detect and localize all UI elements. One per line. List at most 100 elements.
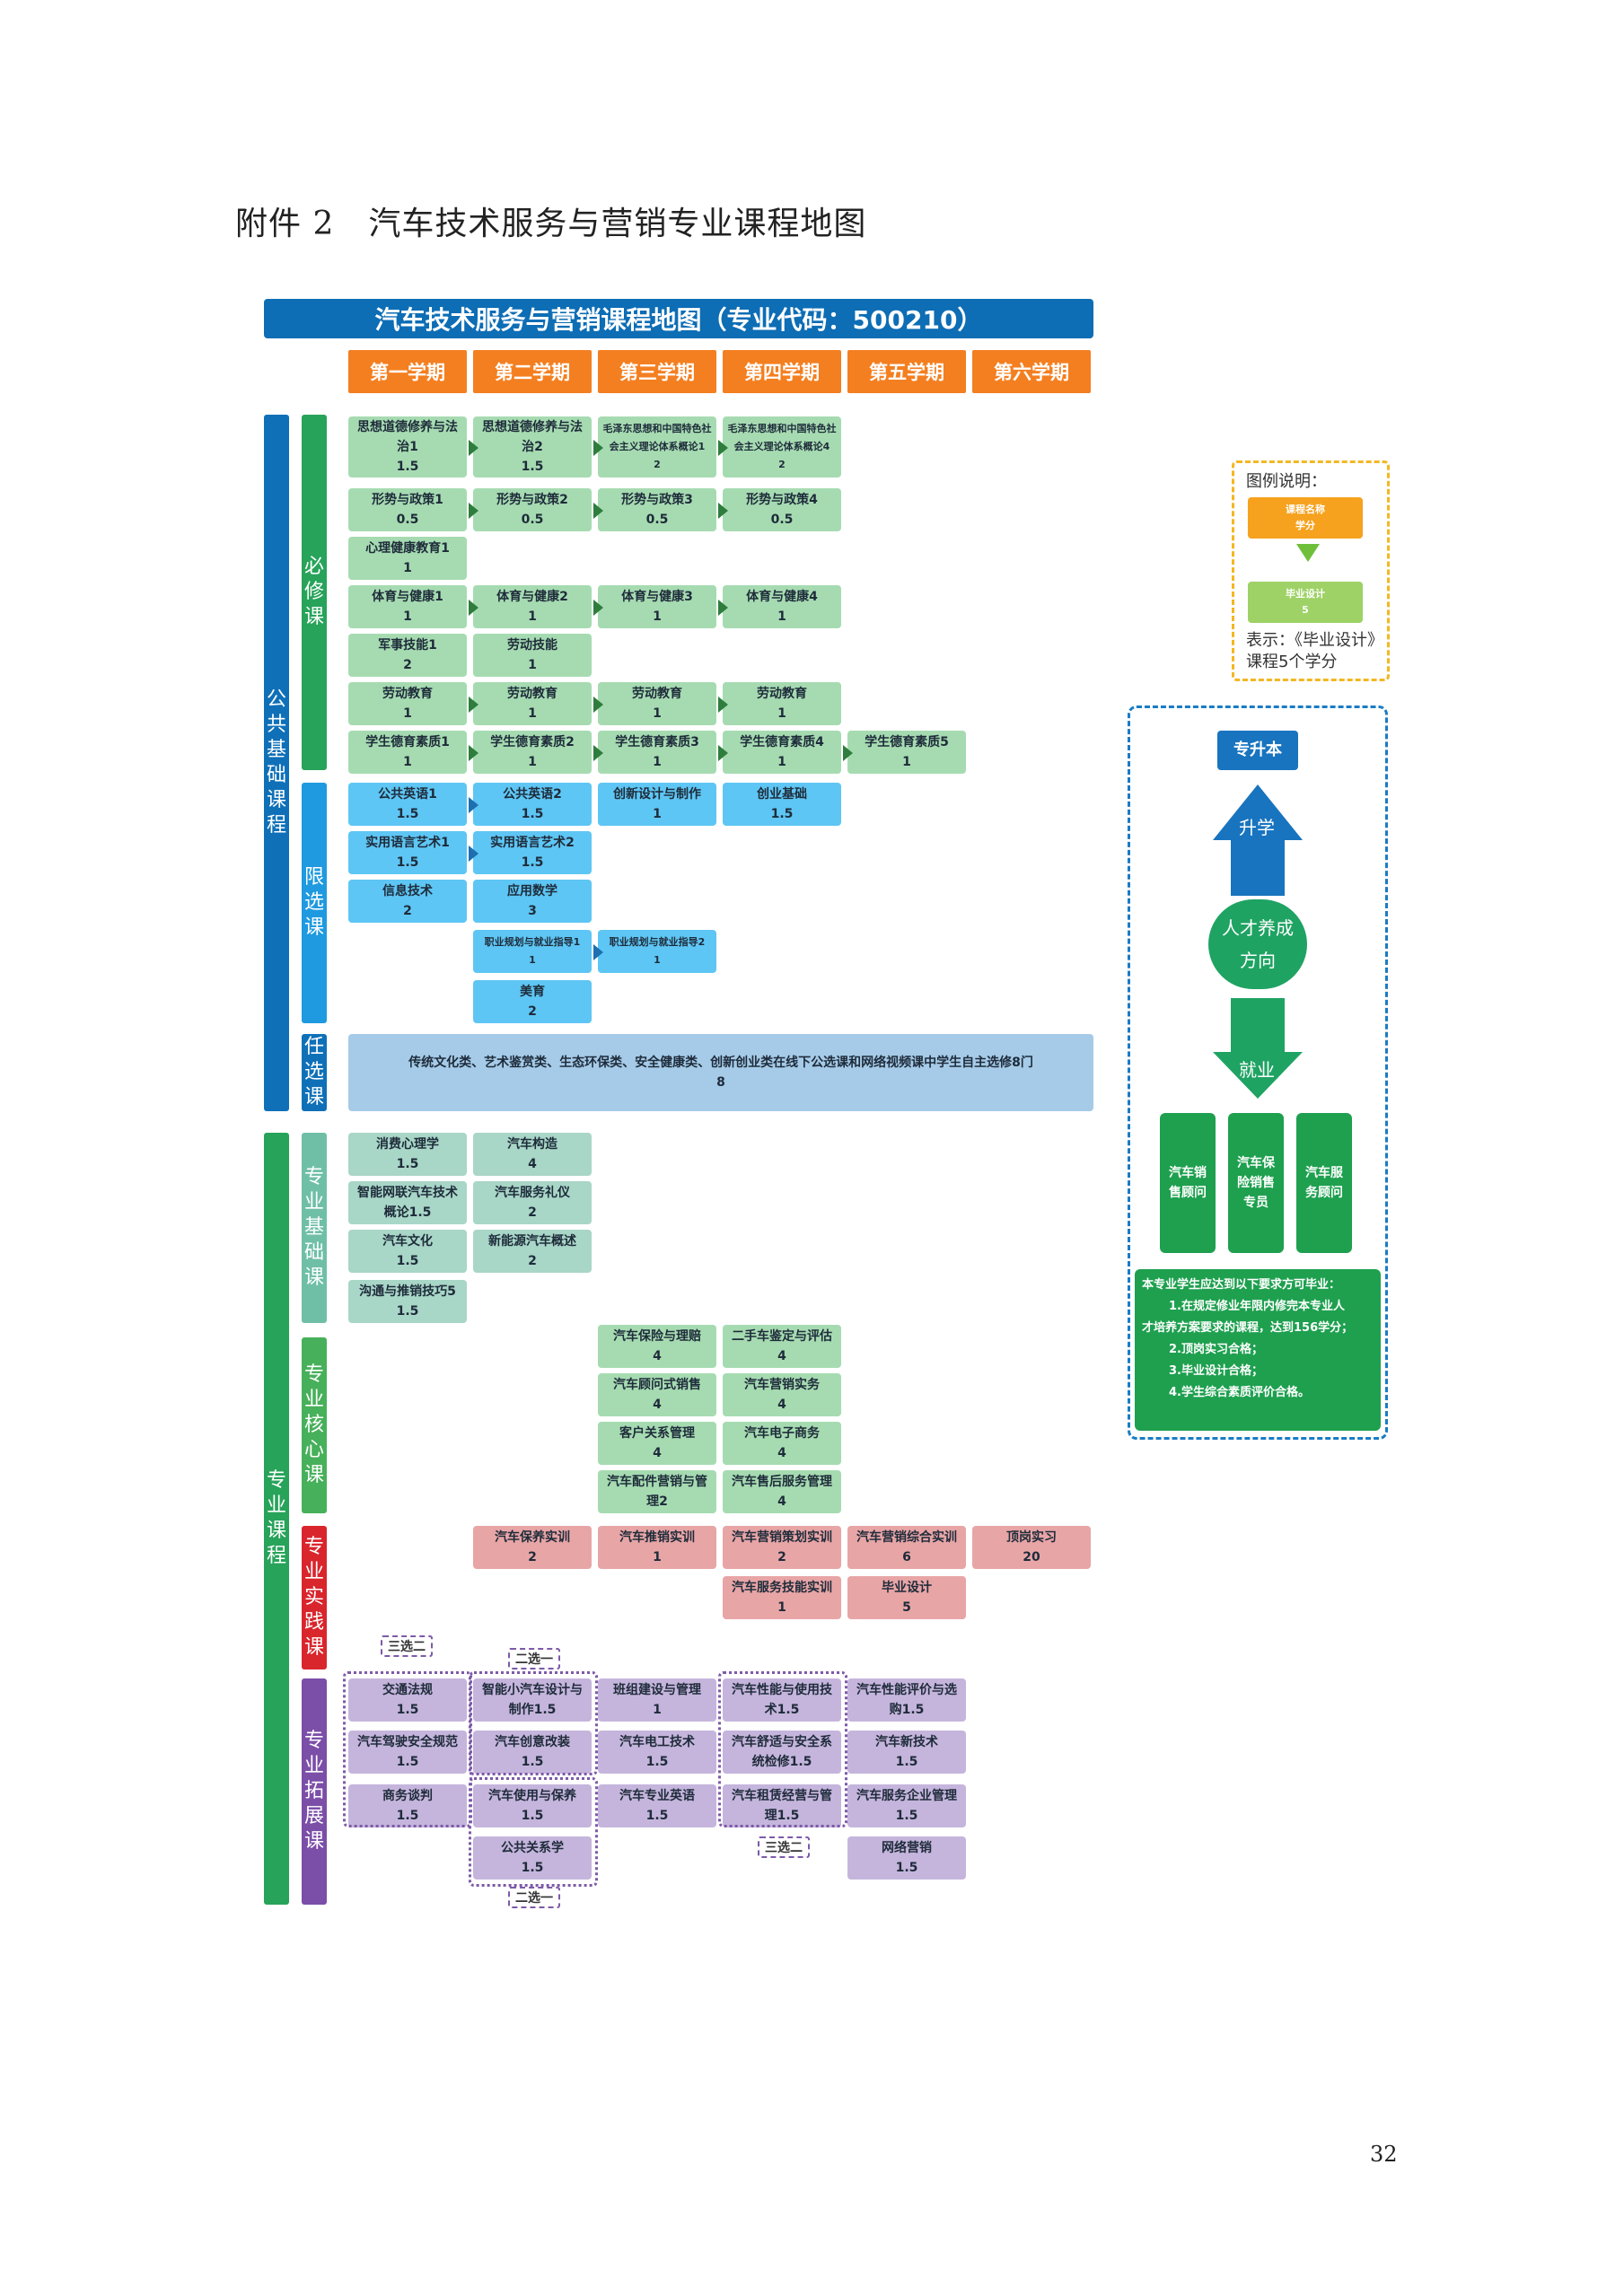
choice-tag: 二选一 (508, 1648, 560, 1669)
category-limited: 限选课 (302, 783, 327, 1023)
course-line: 实用语言艺术1 (365, 836, 450, 850)
course-pe: 体育与健康3 1 (598, 585, 716, 628)
course-line: 购1.5 (889, 1703, 925, 1717)
course-line: 制作1.5 (508, 1703, 557, 1717)
course-line: 1.5 (895, 1861, 918, 1875)
course-line: 4 (777, 1349, 786, 1363)
course-line: 3 (528, 904, 537, 918)
course-line: 形势与政策4 (746, 493, 818, 507)
course-line: 1 (653, 1550, 662, 1564)
course-line: 理2 (646, 1494, 668, 1509)
category-major-expand: 专业拓展课 (302, 1678, 327, 1905)
category-char: 专 (303, 1730, 324, 1752)
course-line: 1.5 (521, 1755, 544, 1769)
course-line: 1 (777, 755, 786, 769)
course-line: 2 (528, 1205, 537, 1220)
course-line: 1 (653, 755, 662, 769)
course-line: 1.5 (645, 1809, 669, 1823)
category-char: 专 (303, 1536, 324, 1558)
category-char: 课 (303, 1636, 324, 1659)
outcome-up-label: 升学 (1239, 817, 1275, 838)
course-major-expand: 汽车舒适与安全系统检修1.5 (723, 1731, 841, 1774)
outcome-top: 专升本 (1217, 731, 1298, 770)
course-language: 实用语言艺术1 1.5 (348, 831, 467, 874)
term-header: 第二学期 (473, 350, 592, 393)
group-frame (469, 1671, 598, 1775)
course-line: 新能源汽车概述 (488, 1234, 576, 1249)
course-line: 职业规划与就业指导2 (609, 936, 706, 948)
job-line: 汽车服 (1305, 1166, 1343, 1180)
course-line: 1 (403, 561, 412, 575)
course-line: 1.5 (396, 1304, 419, 1319)
category-char: 选 (303, 1061, 324, 1083)
outcome-label: 专升本 (1233, 741, 1282, 759)
category-char: 基 (266, 739, 286, 761)
course-line: 学生德育素质1 (365, 735, 450, 749)
course-line: 1 (403, 755, 412, 769)
course-line: 公共英语1 (378, 787, 437, 802)
course-line: 1.5 (521, 807, 544, 821)
choice-tag: 三选二 (758, 1836, 810, 1858)
arrow-icon (718, 503, 728, 519)
group-frame (718, 1671, 847, 1827)
outcome-down-label: 就业 (1239, 1059, 1275, 1081)
legend-line: 课程名称 (1286, 504, 1325, 515)
course-line: 创业基础 (757, 787, 807, 802)
course-line: 4 (528, 1157, 537, 1171)
course-line: 1.5 (396, 855, 419, 870)
course-line: 汽车营销综合实训 (856, 1530, 957, 1545)
group-frame (469, 1777, 598, 1887)
term-header: 第四学期 (723, 350, 841, 393)
course-line: 体育与健康3 (621, 590, 693, 604)
course-line: 1 (653, 807, 662, 821)
course-line: 1.5 (521, 460, 544, 474)
course-line: 思想道德修养与法 (357, 420, 458, 434)
category-char: 础 (303, 1241, 324, 1264)
course-line: 2 (528, 1254, 537, 1268)
course-line: 0.5 (521, 513, 544, 527)
course-line: 顶岗实习 (1006, 1530, 1057, 1545)
course-line: 汽车配件营销与管 (607, 1475, 707, 1489)
category-char: 心 (303, 1439, 324, 1461)
page-number: 32 (1370, 2142, 1398, 2167)
category-char: 任 (303, 1036, 324, 1058)
course-line: 概论1.5 (383, 1205, 432, 1220)
course-line: 形势与政策1 (372, 493, 443, 507)
course-line: 毕业设计 (882, 1581, 932, 1595)
course-line: 1 (529, 954, 536, 966)
course-line: 1 (777, 706, 786, 721)
course-line: 1.5 (396, 460, 419, 474)
course-line: 汽车顾问式销售 (613, 1378, 701, 1392)
course-major-expand: 汽车性能评价与选购1.5 (847, 1678, 966, 1722)
course-line: 会主义理论体系概论1 (609, 441, 706, 452)
category-major-basic: 专业基础课 (302, 1133, 327, 1323)
course-line: 1 (653, 609, 662, 624)
course-line: 1.5 (770, 807, 794, 821)
course-line: 体育与健康1 (372, 590, 443, 604)
course-line: 汽车电子商务 (744, 1426, 820, 1441)
course-line: 汽车租赁经营与管 (732, 1789, 832, 1803)
course-line: 1 (777, 1600, 786, 1615)
course-line: 劳动教育 (757, 687, 807, 701)
course-line: 汽车新技术 (875, 1735, 938, 1749)
course-line: 体育与健康4 (746, 590, 818, 604)
arrow-icon (469, 503, 478, 519)
arrow-icon (593, 697, 603, 713)
course-line: 公共关系学 (501, 1841, 564, 1855)
